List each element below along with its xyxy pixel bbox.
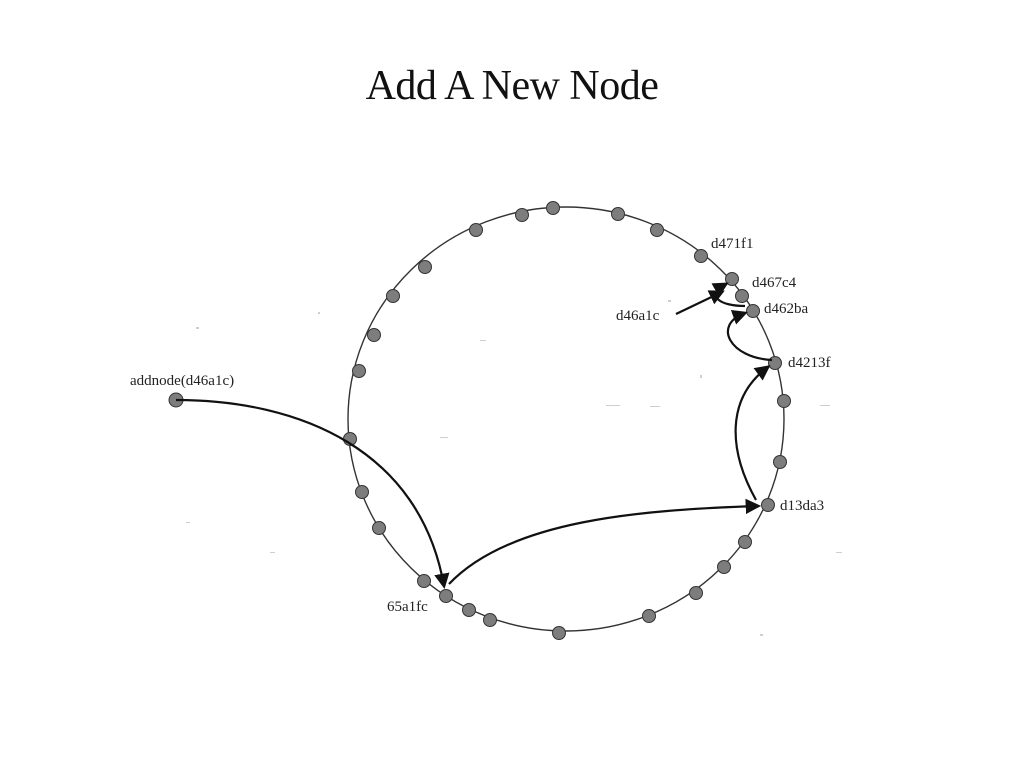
ring-node[interactable] xyxy=(515,208,529,222)
ring-node[interactable] xyxy=(642,609,656,623)
label-65a1fc: 65a1fc xyxy=(387,599,428,615)
ring-node[interactable] xyxy=(650,223,664,237)
ring-nodes xyxy=(343,201,791,640)
ring-node[interactable] xyxy=(367,328,381,342)
ring-node-d4213f[interactable] xyxy=(768,356,782,370)
ring-node-65a1fc[interactable] xyxy=(439,589,453,603)
label-d462ba: d462ba xyxy=(764,301,809,317)
arrow-d4213f-to-d462ba xyxy=(726,309,773,362)
ring-node[interactable] xyxy=(738,535,752,549)
ring-node[interactable] xyxy=(355,485,369,499)
scan-specks xyxy=(186,300,842,636)
arrow-d13da3-to-d4213f xyxy=(734,365,771,501)
ring-node-d462ba[interactable] xyxy=(746,304,760,318)
ring-node[interactable] xyxy=(717,560,731,574)
ring-node[interactable] xyxy=(777,394,791,408)
label-d46a1c: d46a1c xyxy=(616,308,660,324)
ring-circle xyxy=(347,206,785,632)
ring-node[interactable] xyxy=(417,574,431,588)
ring-node[interactable] xyxy=(352,364,366,378)
ring-node[interactable] xyxy=(689,586,703,600)
label-d467c4: d467c4 xyxy=(752,275,797,291)
ring-node-d13da3[interactable] xyxy=(761,498,775,512)
label-addnode: addnode(d46a1c) xyxy=(130,373,234,389)
ring-node[interactable] xyxy=(546,201,560,215)
ring-node[interactable] xyxy=(611,207,625,221)
ring-node[interactable] xyxy=(469,223,483,237)
arrow-65a1fc-to-d13da3 xyxy=(448,498,762,585)
ring-node[interactable] xyxy=(552,626,566,640)
slide-title: Add A New Node xyxy=(365,63,659,109)
arrow-d46a1c-label-to-ring xyxy=(675,290,725,315)
ring-node[interactable] xyxy=(483,613,497,627)
ring-node[interactable] xyxy=(386,289,400,303)
ring-node-d46a1c[interactable] xyxy=(735,289,749,303)
ring-node[interactable] xyxy=(418,260,432,274)
label-d13da3: d13da3 xyxy=(780,498,824,514)
ring-node-d467c4[interactable] xyxy=(725,272,739,286)
label-d471f1: d471f1 xyxy=(711,236,754,252)
ring-node[interactable] xyxy=(773,455,787,469)
ring-node[interactable] xyxy=(462,603,476,617)
label-d4213f: d4213f xyxy=(788,355,831,371)
ring-node[interactable] xyxy=(372,521,386,535)
arrow-addnode-to-65a1fc xyxy=(175,398,450,590)
ring-node-d471f1[interactable] xyxy=(694,249,708,263)
routing-arrows xyxy=(175,282,773,590)
